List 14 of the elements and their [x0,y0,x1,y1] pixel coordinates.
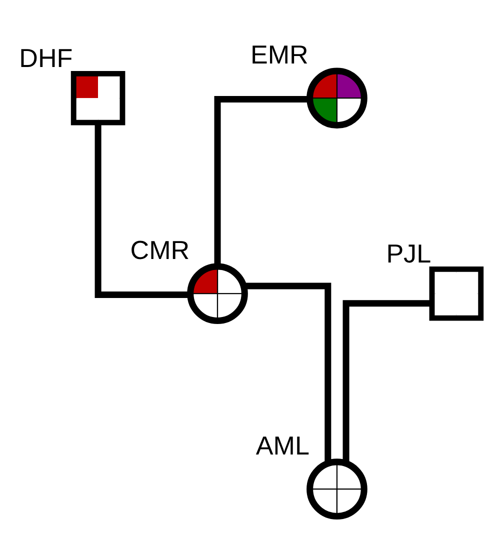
node-label: EMR [250,40,308,70]
connector [94,122,190,298]
node-label: DHF [18,42,72,73]
node-label: PJL [386,238,431,268]
node-circle [186,263,248,324]
connector [214,96,309,266]
node-circle [306,68,367,129]
node-label: AML [255,430,309,461]
connector [342,300,432,464]
node-label: CMR [130,235,190,266]
node-box [428,266,484,321]
connector [243,282,331,464]
node-box [70,71,125,126]
node-circle [306,458,367,520]
